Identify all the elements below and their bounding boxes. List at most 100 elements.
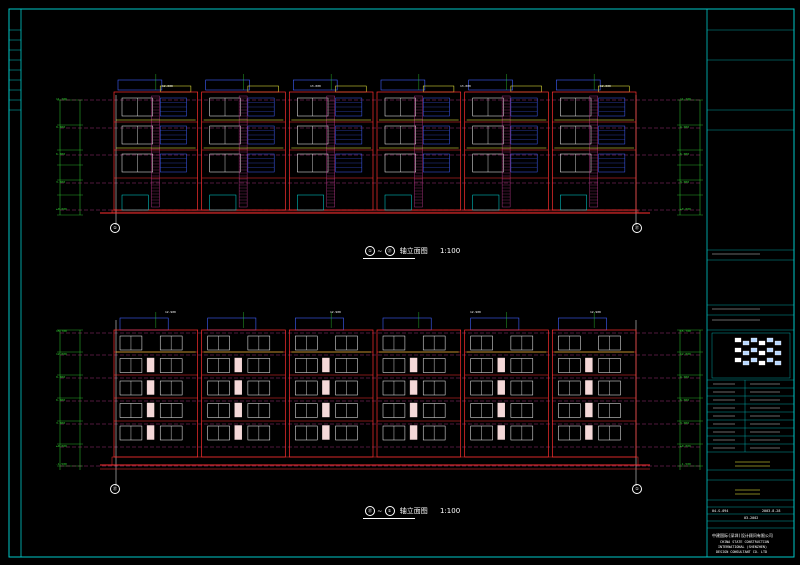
key-plan-block <box>758 350 766 356</box>
unit-facade <box>551 91 637 211</box>
stair-column <box>326 95 335 208</box>
stair-column <box>414 95 423 208</box>
stair-column <box>151 95 160 208</box>
garage-door <box>472 194 500 211</box>
level-label: 3.000 <box>56 180 66 184</box>
grid-axis-bubble-lower-left: ㊲ <box>110 484 120 494</box>
townhouse-unit <box>376 312 462 458</box>
roof-parapet <box>468 79 513 91</box>
stair-window-panel <box>409 402 418 418</box>
roof-parapet <box>293 79 338 91</box>
elevation-title-text: 轴立面图 <box>399 247 428 255</box>
stair-window-panel <box>585 357 593 373</box>
key-plan-block <box>758 360 766 366</box>
level-label: 6.000 <box>680 398 690 402</box>
top-dim-label: 13.000 <box>310 84 321 88</box>
townhouse-unit <box>201 312 286 458</box>
key-plan-block <box>734 337 742 343</box>
stair-window-panel <box>497 357 505 373</box>
key-plan-frame <box>711 332 791 379</box>
roof-parapet <box>382 317 432 331</box>
stair-window-panel <box>322 425 330 440</box>
base-course <box>111 456 639 466</box>
townhouse-unit <box>201 74 286 211</box>
level-label: ±0.000 <box>680 207 691 211</box>
elevation-upper <box>57 74 703 225</box>
level-label: 15.700 <box>56 329 67 333</box>
top-dim-label: 12.900 <box>590 310 601 314</box>
elevation-scale: 1:100 <box>439 507 461 515</box>
left-binding-strip <box>9 29 21 111</box>
stair-window-panel <box>409 357 418 373</box>
townhouse-unit <box>288 74 374 211</box>
roof-terrace <box>247 85 279 93</box>
stair-window-panel <box>234 380 242 395</box>
level-label: 3.000 <box>680 180 690 184</box>
stair-window-panel <box>146 425 155 440</box>
unit-facade <box>288 91 374 211</box>
level-label: 9.000 <box>56 375 66 379</box>
unit-facade <box>464 329 549 458</box>
grid-axis-bubble-upper-left: ① <box>110 223 120 233</box>
level-label: 6.000 <box>56 152 66 156</box>
key-plan-block <box>750 357 758 363</box>
stair-window-panel <box>497 402 505 418</box>
stair-window-panel <box>146 380 155 395</box>
unit-facade <box>551 329 637 458</box>
top-dim-label: 12.900 <box>330 310 341 314</box>
top-dim-label: 12.900 <box>165 310 176 314</box>
tb-company-en-3: DESIGN CONSULTANT CO. LTD <box>716 550 768 554</box>
roof-parapet <box>470 317 520 331</box>
key-plan-block <box>742 350 750 356</box>
unit-facade <box>288 329 374 458</box>
stair-window-panel <box>234 357 242 373</box>
townhouse-unit <box>113 312 199 458</box>
level-label: 12.000 <box>680 352 691 356</box>
roof-parapet <box>295 317 344 331</box>
axis-end-bubble: ㊲ <box>384 246 395 256</box>
level-label: 15.700 <box>680 329 691 333</box>
roof-parapet <box>556 79 601 91</box>
tb-sheet-no: 03-2002 <box>744 516 759 520</box>
stair-window-panel <box>146 357 155 373</box>
tb-company-cn: 中建国际(深圳)设计顾问有限公司 <box>712 533 773 538</box>
level-label: 9.000 <box>680 125 690 129</box>
key-plan-block <box>734 357 742 363</box>
title-underline-lower <box>363 518 415 519</box>
tb-company-en-2: INTERNATIONAL (SHENZHEN) <box>718 545 767 549</box>
title-underline-upper <box>363 258 415 259</box>
elevation-scale: 1:100 <box>439 247 461 255</box>
grid-axis-bubble-lower-right: ① <box>632 484 642 494</box>
unit-facade <box>376 329 462 458</box>
key-plan-block <box>766 347 774 353</box>
level-label: 9.000 <box>680 375 690 379</box>
key-plan-block <box>758 340 766 346</box>
roof-terrace <box>510 85 542 93</box>
tb-year: 2003.8.28 <box>762 509 781 513</box>
stair-window-panel <box>322 402 330 418</box>
top-dim-label: 13.000 <box>460 84 471 88</box>
top-dim-label: 12.900 <box>470 310 481 314</box>
top-dim-label: 12.000 <box>600 84 611 88</box>
roof-parapet <box>119 317 169 331</box>
grid-axis-bubble-upper-right: ㊲ <box>632 223 642 233</box>
level-label: 3.000 <box>56 421 66 425</box>
stair-column <box>589 95 598 208</box>
level-label: ±0.000 <box>56 207 67 211</box>
unit-facade <box>113 91 199 211</box>
stair-window-panel <box>585 425 593 440</box>
stair-window-panel <box>234 402 242 418</box>
stair-column <box>238 95 248 208</box>
top-dim-label: 12.000 <box>162 84 173 88</box>
plinth <box>111 209 639 214</box>
townhouse-unit <box>288 312 374 458</box>
title-sep: ~ <box>377 508 383 515</box>
title-block <box>707 29 794 529</box>
stair-window-panel <box>497 425 505 440</box>
level-label: ±0.000 <box>680 444 691 448</box>
axis-start-bubble: ㊲ <box>365 506 375 516</box>
level-label: -1.500 <box>680 462 691 466</box>
garage-door <box>121 194 149 211</box>
tb-company-en-1: CHINA STATE CONSTRUCTION <box>720 540 769 544</box>
